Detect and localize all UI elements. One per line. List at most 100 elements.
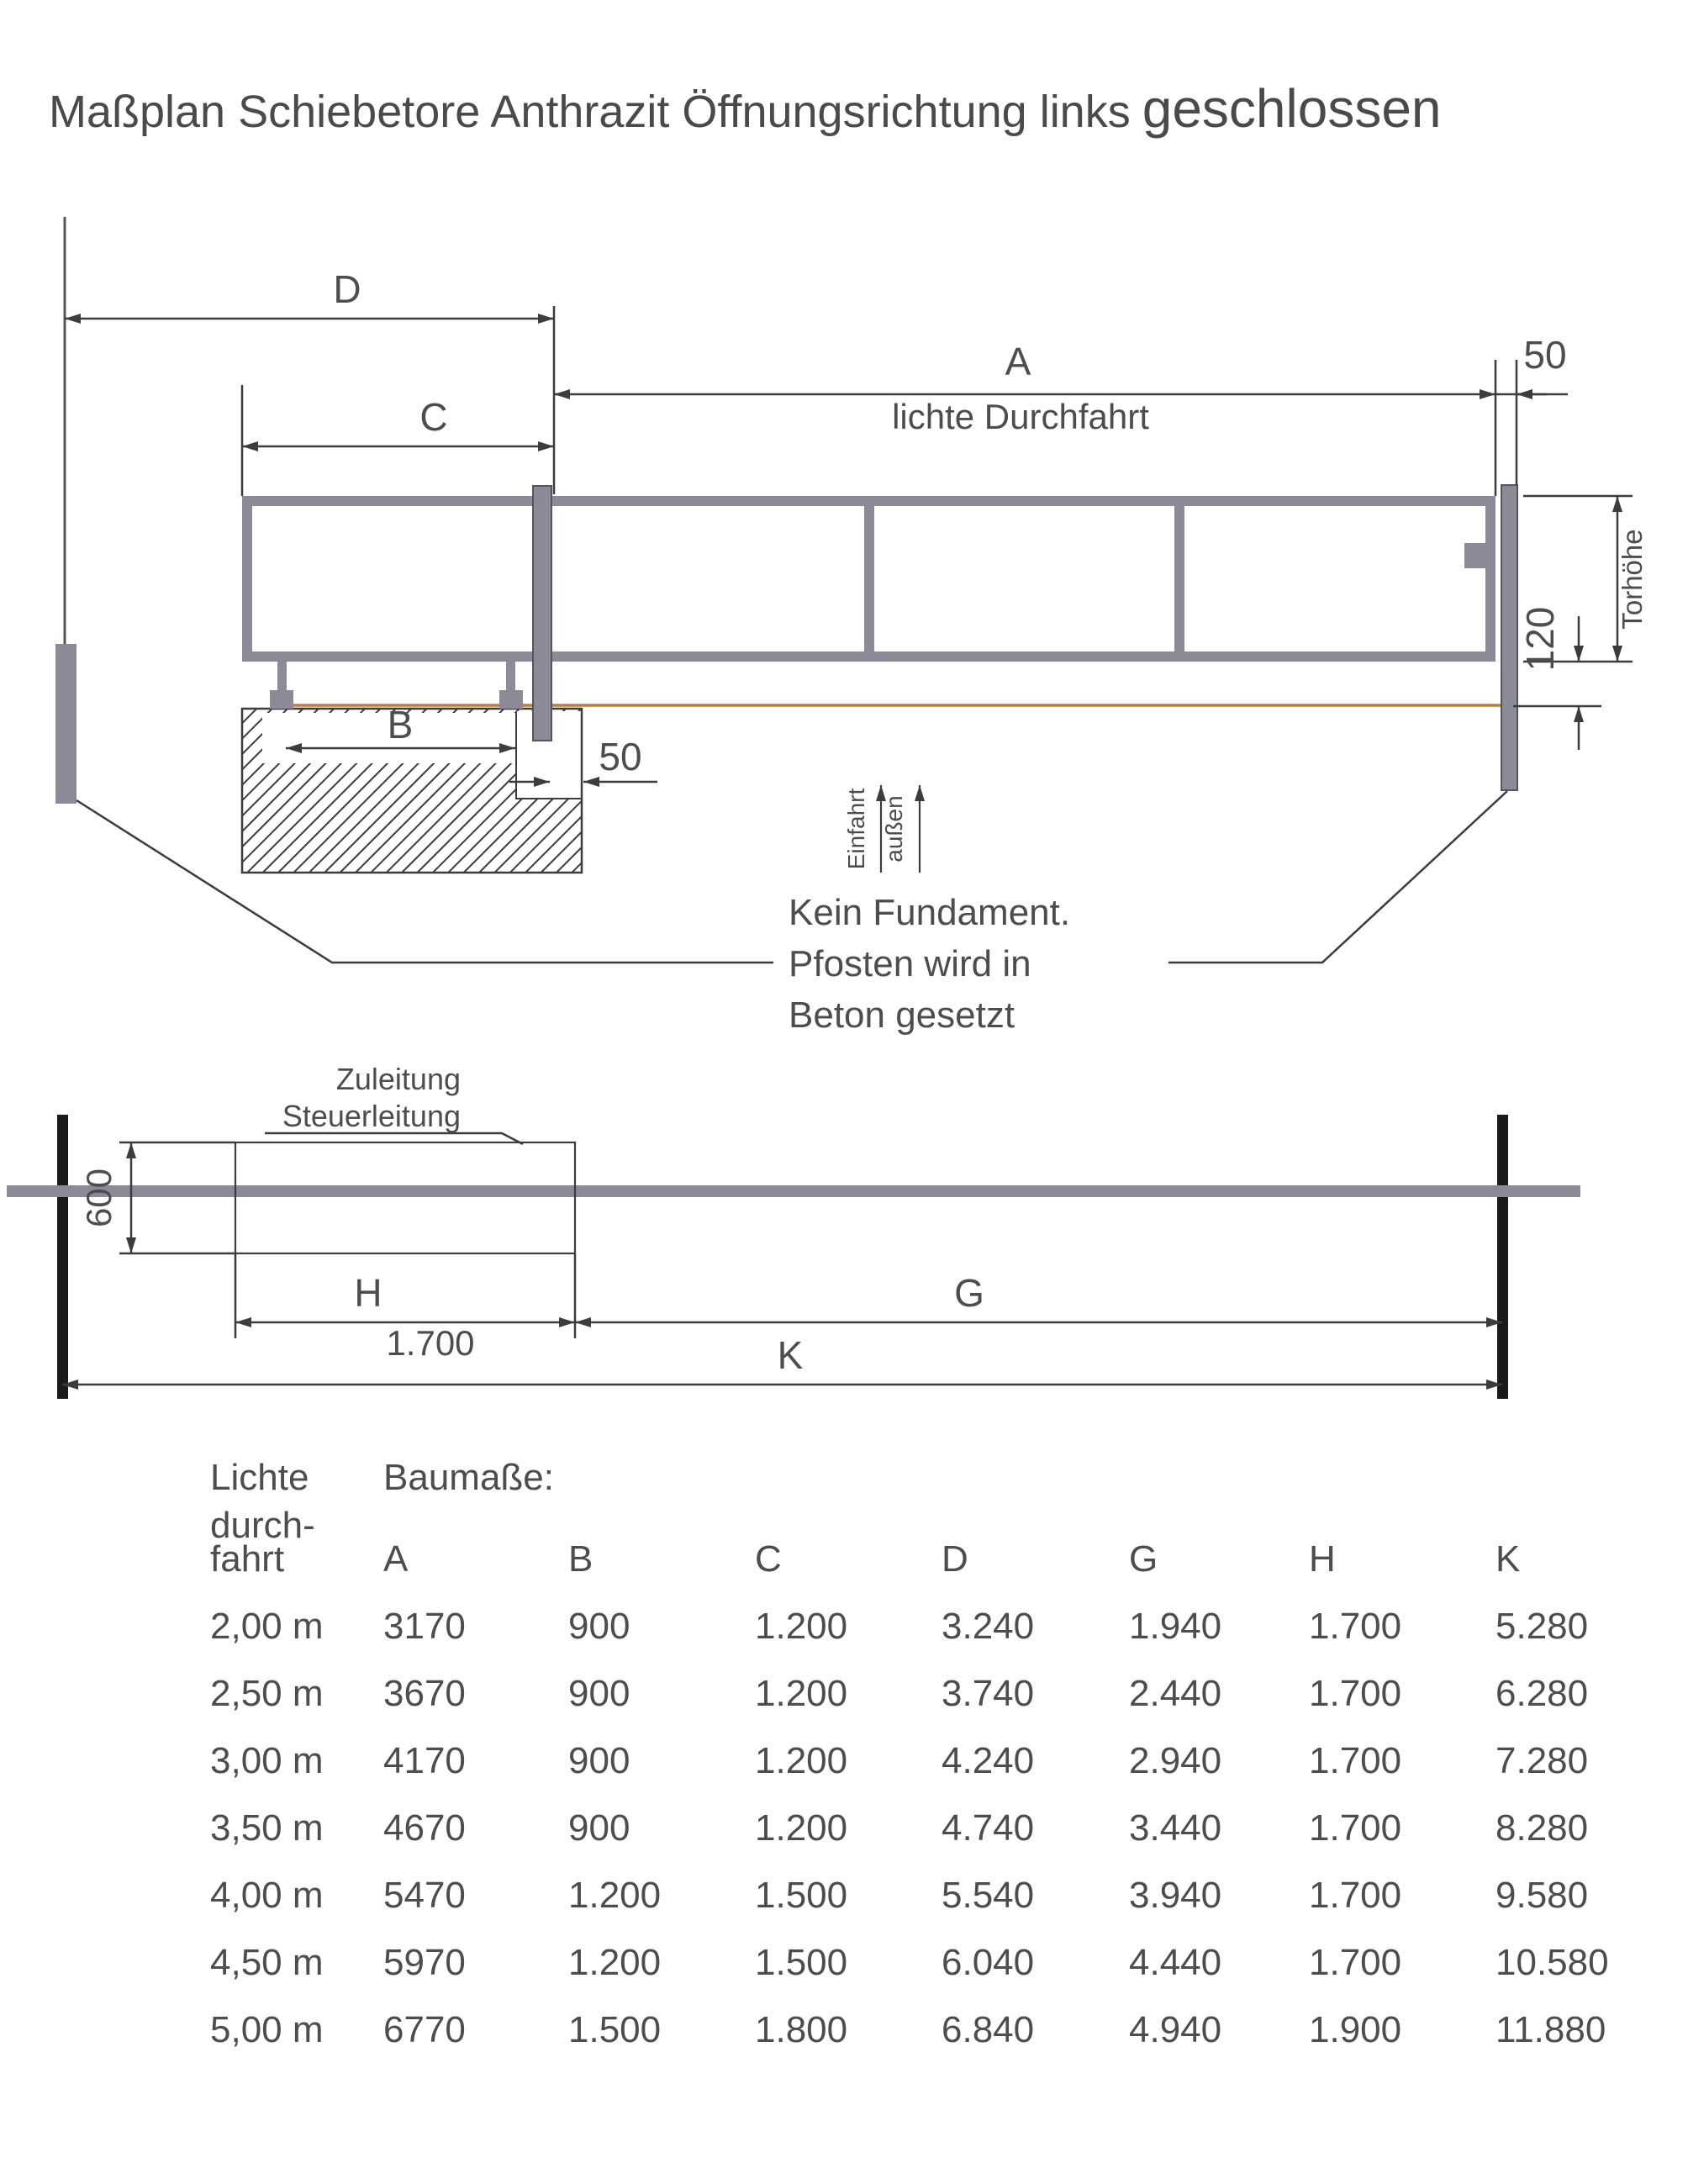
plan-view-dimensions: [62, 1132, 1502, 1390]
table-cell: 1.800: [755, 2009, 848, 2050]
row-width: 4,50 m: [210, 1942, 324, 1983]
note-leader-left: [76, 799, 773, 964]
foundation-note-line3: Beton gesetzt: [789, 994, 1015, 1036]
row-width: 3,50 m: [210, 1807, 324, 1849]
dim-c-label: C: [419, 395, 447, 439]
table-cell: 900: [568, 1807, 630, 1849]
gate-frame: [242, 496, 1495, 662]
col-header-a: A: [383, 1538, 409, 1580]
foundation-slot-edge: [515, 711, 582, 799]
table-cell: 6.040: [942, 1942, 1035, 1983]
table-cell: 1.700: [1309, 1942, 1402, 1983]
foundation-dim-clearing: [262, 713, 540, 763]
side-view-dimensions: [65, 306, 1633, 964]
col-header-k: K: [1495, 1538, 1521, 1580]
dim-600: [119, 1141, 235, 1255]
cable-label-line1: Zuleitung: [336, 1062, 461, 1096]
dim-a: [554, 360, 1497, 496]
note-leader-right: [1168, 790, 1508, 964]
row-width: 4,00 m: [210, 1875, 324, 1916]
table-cell: 1.700: [1309, 1673, 1402, 1714]
dim-c: [240, 385, 554, 496]
foundation-note-line2: Pfosten wird in: [789, 943, 1031, 984]
table-cell: 1.700: [1309, 1606, 1402, 1647]
table-cell: 1.200: [755, 1606, 848, 1647]
dim-120: [1513, 616, 1601, 750]
col-header-g: G: [1129, 1538, 1158, 1580]
dimensions-table: fahrt A B C D G H K 2,00 m 3170 900 1.20…: [210, 1526, 1688, 2064]
table-cell: 4.940: [1129, 2009, 1222, 2050]
table-cell: 5470: [383, 1875, 466, 1916]
table-cell: 9.580: [1495, 1875, 1589, 1916]
table-cell: 1.700: [1309, 1740, 1402, 1781]
col-header-d: D: [942, 1538, 968, 1580]
table-rowheader-line3: fahrt: [210, 1538, 285, 1580]
gate-rollers: [270, 662, 523, 709]
col-header-h: H: [1309, 1538, 1336, 1580]
table-cell: 3170: [383, 1606, 466, 1647]
table-cell: 10.580: [1495, 1942, 1609, 1983]
dim-g-label: G: [954, 1271, 984, 1315]
latch-box: [1464, 543, 1491, 568]
row-width: 5,00 m: [210, 2009, 324, 2050]
page-title-suffix: geschlossen: [1142, 78, 1442, 139]
table-cell: 6.280: [1495, 1673, 1589, 1714]
table-rowheader-line1: Lichte: [210, 1457, 309, 1498]
table-cell: 4170: [383, 1740, 466, 1781]
table-cell: 4.740: [942, 1807, 1035, 1849]
roller-stem-1: [277, 662, 287, 694]
table-cell: 11.880: [1495, 2009, 1606, 2050]
roller-base-2: [499, 690, 523, 709]
entry-label-2: außen: [881, 795, 907, 862]
dim-50-top-label: 50: [1523, 333, 1566, 377]
cable-leader: [265, 1132, 524, 1146]
table-cell: 3.440: [1129, 1807, 1222, 1849]
table-cell: 1.500: [568, 2009, 662, 2050]
right-post: [1501, 484, 1518, 791]
entry-label-1: Einfahrt: [843, 789, 869, 870]
dim-h-value: 1.700: [386, 1323, 474, 1363]
table-cell: 5.280: [1495, 1606, 1589, 1647]
table-cell: 7.280: [1495, 1740, 1589, 1781]
table-cell: 8.280: [1495, 1807, 1589, 1849]
dim-a-sublabel: lichte Durchfahrt: [892, 397, 1149, 436]
table-cell: 900: [568, 1606, 630, 1647]
table-cell: 900: [568, 1673, 630, 1714]
table-cell: 6.840: [942, 2009, 1035, 2050]
roller-base-1: [270, 690, 293, 709]
plan-right-post: [1497, 1115, 1508, 1399]
table-rowheader-line2: durch-: [210, 1505, 315, 1546]
table-cell: 4.440: [1129, 1942, 1222, 1983]
plan-track-box: [234, 1141, 577, 1255]
dim-50-top: [1495, 360, 1568, 485]
dim-600-label: 600: [79, 1168, 119, 1227]
dim-d: [65, 306, 556, 494]
table-cell: 2.940: [1129, 1740, 1222, 1781]
table-cell: 1.200: [755, 1807, 848, 1849]
dim-h-label: H: [354, 1271, 382, 1315]
col-header-c: C: [755, 1538, 782, 1580]
cable-label-line2: Steuerleitung: [282, 1099, 461, 1133]
plan-left-post: [57, 1115, 68, 1399]
foundation-outline: [240, 707, 583, 874]
dim-50-bottom-label: 50: [599, 735, 641, 778]
dim-k-label: K: [778, 1333, 804, 1377]
table-cell: 1.200: [568, 1875, 662, 1916]
row-width: 2,00 m: [210, 1606, 324, 1647]
col-header-b: B: [568, 1538, 593, 1580]
table-cell: 4.240: [942, 1740, 1035, 1781]
table-cell: 3.740: [942, 1673, 1035, 1714]
gate-height-label: Torhöhe: [1617, 529, 1648, 629]
table-cell: 1.900: [1309, 2009, 1402, 2050]
table-cell: 900: [568, 1740, 630, 1781]
page-title-main: Maßplan Schiebetore Anthrazit Öffnungsri…: [49, 87, 1131, 137]
table-cell: 5970: [383, 1942, 466, 1983]
table-cell: 3.240: [942, 1606, 1035, 1647]
foundation-note-line1: Kein Fundament.: [789, 892, 1070, 933]
row-width: 3,00 m: [210, 1740, 324, 1781]
guide-post: [532, 485, 552, 741]
row-width: 2,50 m: [210, 1673, 324, 1714]
table-cell: 1.500: [755, 1875, 848, 1916]
